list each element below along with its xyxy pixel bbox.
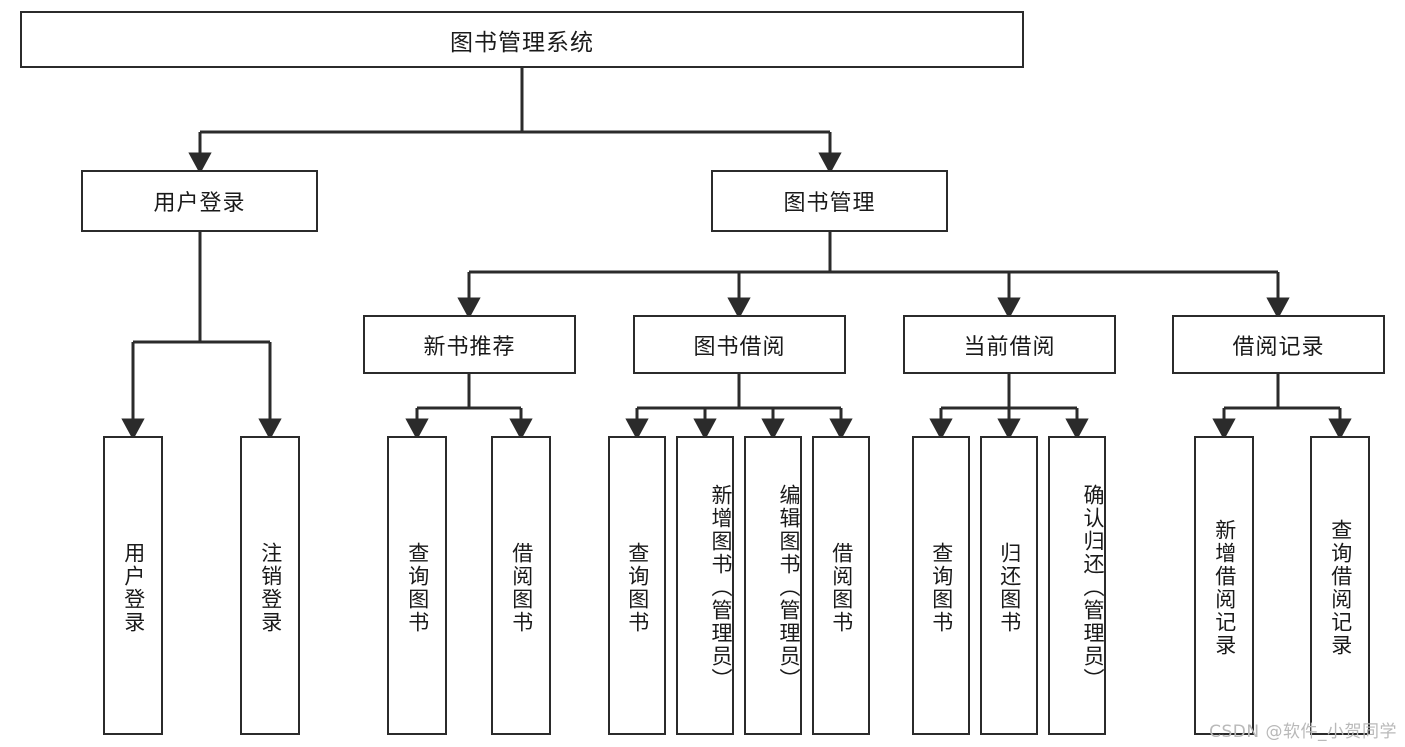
leaf-query-book-current[interactable]: 查询图书 xyxy=(912,436,970,735)
leaf-logout[interactable]: 注销登录 xyxy=(240,436,300,735)
node-current-borrow[interactable]: 当前借阅 xyxy=(903,315,1116,374)
node-new-book-recommend[interactable]: 新书推荐 xyxy=(363,315,576,374)
node-book-borrow[interactable]: 图书借阅 xyxy=(633,315,846,374)
leaf-borrow-book[interactable]: 借阅图书 xyxy=(812,436,870,735)
leaf-query-book-borrow[interactable]: 查询图书 xyxy=(608,436,666,735)
node-user-login[interactable]: 用户登录 xyxy=(81,170,318,232)
leaf-query-book-new[interactable]: 查询图书 xyxy=(387,436,447,735)
leaf-user-login[interactable]: 用户登录 xyxy=(103,436,163,735)
leaf-confirm-return-admin[interactable]: 确认归还（管理员） xyxy=(1048,436,1106,735)
node-book-management[interactable]: 图书管理 xyxy=(711,170,948,232)
leaf-return-book[interactable]: 归还图书 xyxy=(980,436,1038,735)
leaf-query-borrow-record[interactable]: 查询借阅记录 xyxy=(1310,436,1370,735)
node-root[interactable]: 图书管理系统 xyxy=(20,11,1024,68)
watermark: CSDN @软件_小贺同学 xyxy=(1209,722,1397,742)
leaf-borrow-book-new[interactable]: 借阅图书 xyxy=(491,436,551,735)
node-borrow-record[interactable]: 借阅记录 xyxy=(1172,315,1385,374)
leaf-edit-book-admin[interactable]: 编辑图书（管理员） xyxy=(744,436,802,735)
leaf-add-book-admin[interactable]: 新增图书（管理员） xyxy=(676,436,734,735)
leaf-add-borrow-record[interactable]: 新增借阅记录 xyxy=(1194,436,1254,735)
